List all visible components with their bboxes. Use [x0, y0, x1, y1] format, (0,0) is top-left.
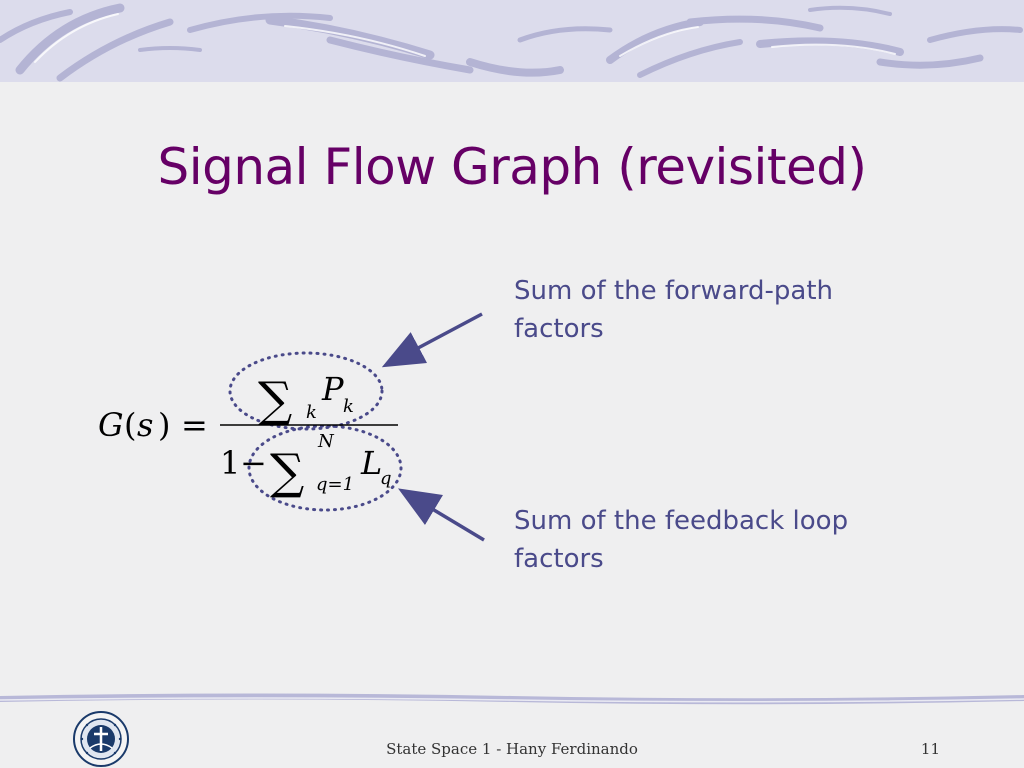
brush-stroke-pattern — [0, 3, 1023, 82]
forward-path-arrow — [381, 312, 483, 368]
eq-s: s — [137, 406, 153, 444]
eq-paren-open: ( — [124, 406, 136, 444]
numerator-highlight-ellipse — [228, 351, 384, 431]
eq-one: 1 — [220, 444, 240, 482]
eq-P-subscript: k — [343, 396, 354, 417]
eq-minus: − — [240, 444, 267, 482]
eq-sum-lower-limit: q=1 — [316, 474, 354, 495]
feedback-loop-note-line-1: Sum of the feedback loop — [514, 506, 849, 536]
decorative-header-band — [0, 0, 1024, 82]
denominator-highlight-ellipse — [247, 424, 403, 512]
eq-L-subscript: q — [380, 468, 392, 489]
eq-paren-close: ) — [158, 406, 170, 444]
eq-numerator-sum-index: k — [306, 402, 317, 423]
footer-text: State Space 1 - Hany Ferdinando — [386, 740, 638, 758]
page-number: 11 — [920, 740, 940, 758]
forward-path-note-line-2: factors — [514, 314, 604, 344]
eq-P: P — [321, 370, 344, 408]
eq-denominator-sum: ∑ — [270, 444, 304, 500]
eq-G: G — [98, 406, 124, 444]
footer-divider — [0, 693, 1024, 705]
university-seal-icon — [73, 711, 129, 767]
forward-path-note-line-1: Sum of the forward-path — [514, 276, 834, 306]
eq-numerator-sum: ∑ — [258, 372, 292, 428]
forward-path-note: Sum of the forward-path factors — [514, 272, 934, 348]
eq-equals: = — [181, 406, 208, 444]
feedback-loop-arrow — [397, 488, 485, 542]
slide-title: Signal Flow Graph (revisited) — [157, 138, 867, 196]
feedback-loop-note-line-2: factors — [514, 544, 604, 574]
eq-L: L — [360, 444, 382, 482]
feedback-loop-note: Sum of the feedback loop factors — [514, 502, 934, 578]
eq-sum-upper-limit: N — [317, 431, 335, 452]
